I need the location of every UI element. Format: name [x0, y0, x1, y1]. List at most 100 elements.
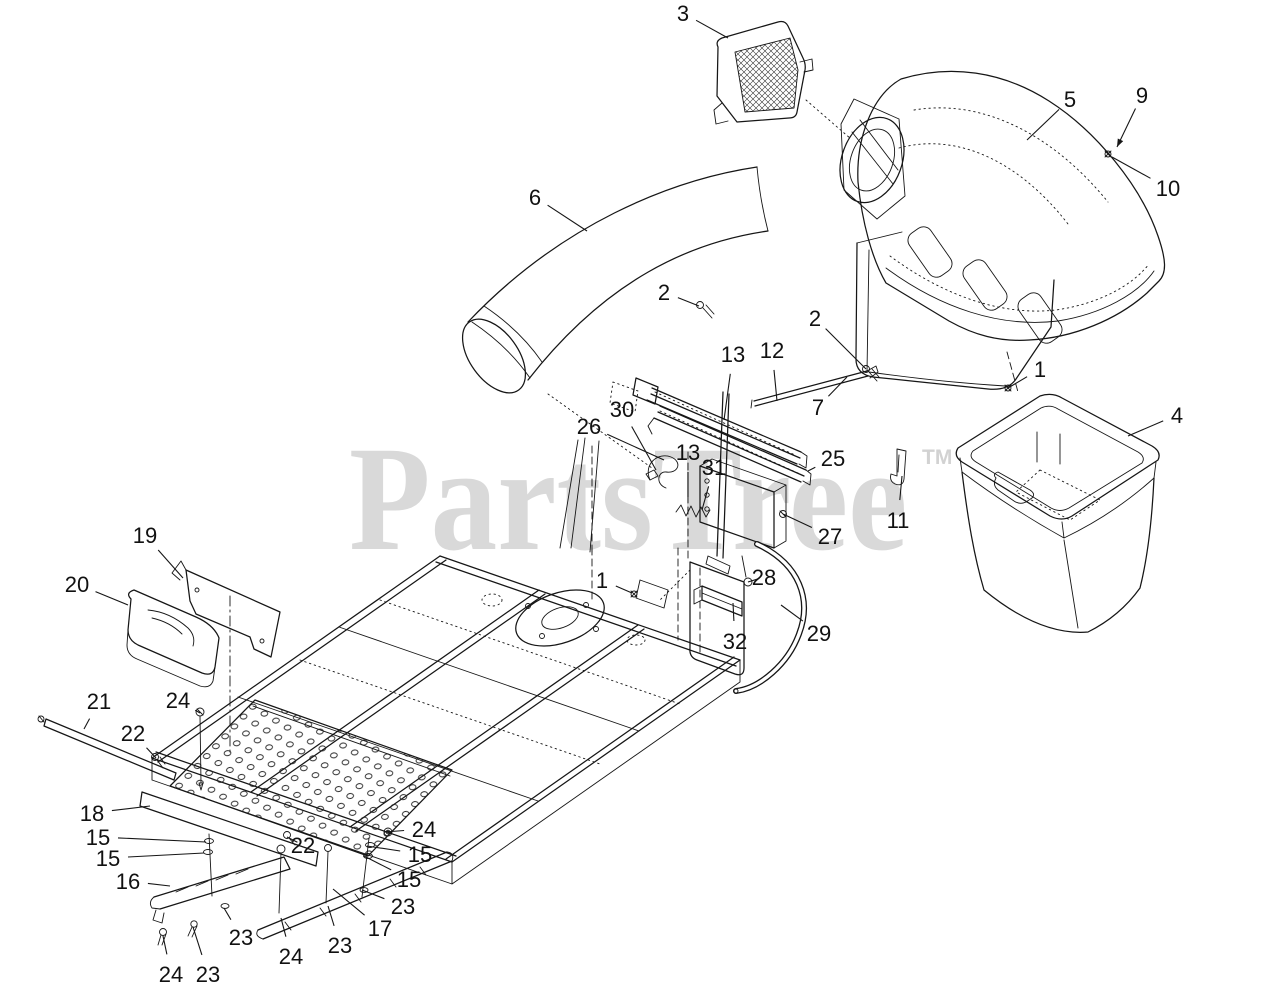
callout-25-16: 25: [821, 446, 845, 471]
leader-line-25-16: [807, 466, 816, 472]
callout-15-29: 15: [86, 825, 110, 850]
leader-line-2-6: [825, 328, 867, 370]
leader-line-2-5: [677, 297, 700, 307]
callout-23-40: 23: [229, 925, 253, 950]
bolt-22-left: [151, 753, 166, 769]
callout-26-12: 26: [577, 414, 601, 439]
callout-20-22: 20: [65, 572, 89, 597]
bolt-9-10: [1104, 150, 1112, 158]
callout-6-4: 6: [529, 185, 541, 210]
leader-line-4-13: [1127, 420, 1164, 437]
leader-line-1-20: [615, 585, 633, 594]
callout-28-19: 28: [752, 565, 776, 590]
part-6-hose: [461, 166, 769, 469]
callout-2-5: 2: [658, 280, 670, 305]
part-3-screen: [713, 20, 852, 140]
part-19-plate: [171, 560, 281, 658]
leader-line-31-15: [701, 486, 710, 511]
callout-16-31: 16: [116, 869, 140, 894]
callout-30-11: 30: [610, 397, 634, 422]
bolt-22-mid: [283, 831, 296, 846]
bolt-2-upper: [696, 301, 715, 319]
screw-24-bottom: [157, 928, 167, 946]
leader-line-20-22: [95, 591, 129, 606]
leader-line-23-36: [361, 889, 385, 900]
bolt-1-lower: [630, 590, 638, 598]
callout-13-7: 13: [721, 342, 745, 367]
leader-line-15-34: [366, 845, 401, 852]
leader-line-23-38: [327, 905, 335, 927]
callout-13-14: 13: [676, 440, 700, 465]
part-16-rail: [149, 856, 291, 924]
part-29-loop: [733, 541, 807, 694]
leader-line-28-19: [747, 578, 759, 583]
part-20-pad: [126, 589, 220, 688]
part-21-rod: [37, 715, 177, 781]
part-32-bracket: [693, 585, 743, 617]
leader-line-5-1: [1026, 109, 1060, 141]
leader-line-24-39: [280, 917, 287, 937]
watermark-text: PartsTree: [349, 415, 907, 582]
leader-line-16-31: [147, 882, 171, 887]
hardware: [151, 150, 1112, 946]
leader-line-30-11: [631, 426, 657, 471]
bolt-23-mid-long: [324, 844, 332, 904]
leader-line-17-37: [332, 888, 365, 916]
deck-plate: [169, 699, 453, 857]
leader-line-27-18: [782, 513, 813, 528]
leader-line-10-3: [1111, 156, 1151, 179]
callout-22-27: 22: [121, 721, 145, 746]
callout-24-39: 24: [279, 944, 303, 969]
leader-arrowhead-9: [1117, 138, 1124, 147]
part-26-hook: [647, 455, 679, 489]
callout-17-37: 17: [368, 916, 392, 941]
leader-line-18-28: [111, 805, 151, 812]
leader-line-6-4: [547, 204, 588, 232]
callout-19-21: 19: [133, 523, 157, 548]
leader-line-1-10: [1007, 376, 1028, 389]
callout-3-0: 3: [677, 1, 689, 26]
callout-31-15: 31: [702, 455, 726, 480]
part-12-13-rails: [559, 377, 812, 575]
leader-line-12-8: [773, 369, 778, 402]
part-18-bracket: [139, 791, 319, 867]
leader-line-29-24: [780, 604, 804, 622]
watermark-trademark: TM: [922, 446, 952, 469]
callout-15-30: 15: [96, 846, 120, 871]
callout-12-8: 12: [760, 338, 784, 363]
leader-line-15-29: [117, 837, 207, 843]
callout-5-1: 5: [1064, 87, 1076, 112]
frame-side-panel: [659, 561, 745, 676]
callout-24-26: 24: [166, 688, 190, 713]
callout-11-17: 11: [887, 508, 910, 533]
screw-24-left: [195, 707, 205, 791]
part-4-bin: [955, 393, 1160, 633]
leader-line-22-27: [146, 747, 157, 759]
callout-10-3: 10: [1156, 176, 1180, 201]
bolt-2-lower: [862, 365, 880, 382]
part-31-spring: [675, 504, 711, 518]
callout-4-13: 4: [1171, 403, 1183, 428]
leader-line-24-33: [384, 829, 405, 833]
leader-line-7-9: [828, 376, 848, 397]
leader-line-24-26: [194, 709, 201, 714]
leader-line-22-32: [286, 836, 298, 843]
knob-28: [741, 555, 753, 587]
callout-29-24: 29: [807, 621, 831, 646]
callout-23-38: 23: [328, 933, 352, 958]
bolt-24-mid-long: [276, 844, 286, 914]
callout-27-18: 27: [818, 524, 842, 549]
leader-line-23-40: [223, 907, 232, 920]
washer-stack-15-left: [203, 833, 214, 897]
leader-line-19-21: [157, 549, 184, 579]
leader-line-15-30: [127, 852, 205, 858]
leader-line-3-0: [695, 19, 729, 39]
callout-7-9: 7: [812, 395, 824, 420]
callout-24-33: 24: [412, 817, 436, 842]
part-7-rod: [750, 365, 879, 409]
leader-line-24-41: [162, 935, 168, 955]
callout-21-25: 21: [87, 689, 111, 714]
